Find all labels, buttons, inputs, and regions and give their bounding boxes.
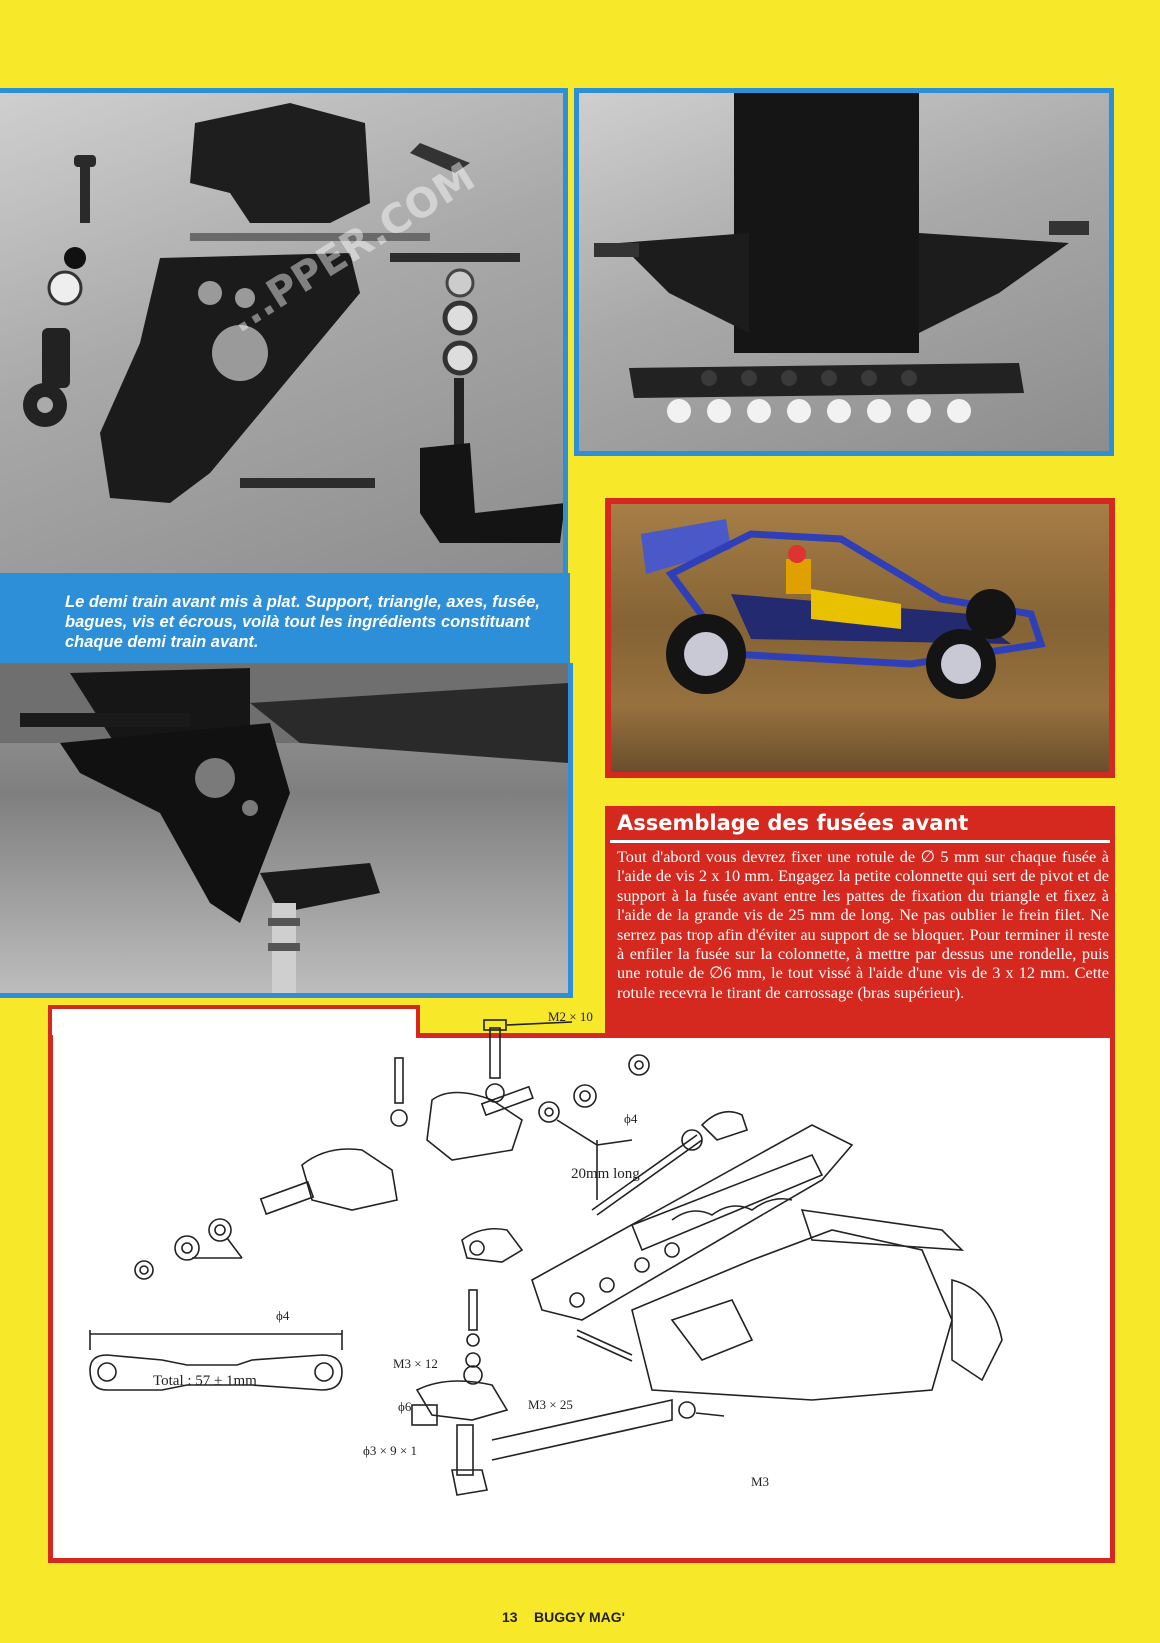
label-phi6: ϕ6 bbox=[398, 1399, 412, 1414]
photo-caption: Le demi train avant mis à plat. Support,… bbox=[65, 593, 540, 651]
label-phi4-top: ϕ4 bbox=[624, 1111, 638, 1126]
label-m2x10: M2 × 10 bbox=[548, 1009, 593, 1024]
section-title: Assemblage des fusées avant bbox=[617, 811, 969, 835]
label-m3: M3 bbox=[751, 1474, 770, 1489]
section-box bbox=[605, 806, 1115, 1049]
page-number: 13 bbox=[502, 1609, 518, 1625]
diagram-top-strip bbox=[52, 1009, 416, 1035]
diagram-top-extension bbox=[416, 1033, 1115, 1038]
diagram-panel bbox=[48, 1033, 1115, 1563]
photo-front-parts-flat: ...PPER.COM bbox=[0, 88, 568, 573]
section-body: Tout d'abord vous devrez fixer une rotul… bbox=[617, 847, 1109, 1002]
magazine-name: BUGGY MAG' bbox=[534, 1609, 625, 1625]
label-phi3x9x1: ϕ3 × 9 × 1 bbox=[363, 1443, 418, 1458]
label-20mm-long: 20mm long bbox=[571, 1166, 640, 1182]
exploded-diagram bbox=[89, 1019, 1003, 1496]
diagram-border-top-left bbox=[48, 1005, 420, 1039]
label-phi4-left: ϕ4 bbox=[276, 1308, 290, 1323]
photo-buggy-running bbox=[605, 498, 1115, 778]
label-total-length: Total : 57 ± 1mm bbox=[153, 1373, 257, 1389]
label-m3x25: M3 × 25 bbox=[528, 1397, 573, 1412]
photo-chassis-front bbox=[574, 88, 1114, 456]
photo-assembled-half-train bbox=[0, 663, 573, 998]
section-title-rule bbox=[610, 840, 1110, 843]
label-m3x12: M3 × 12 bbox=[393, 1356, 438, 1371]
caption-band bbox=[0, 573, 570, 663]
